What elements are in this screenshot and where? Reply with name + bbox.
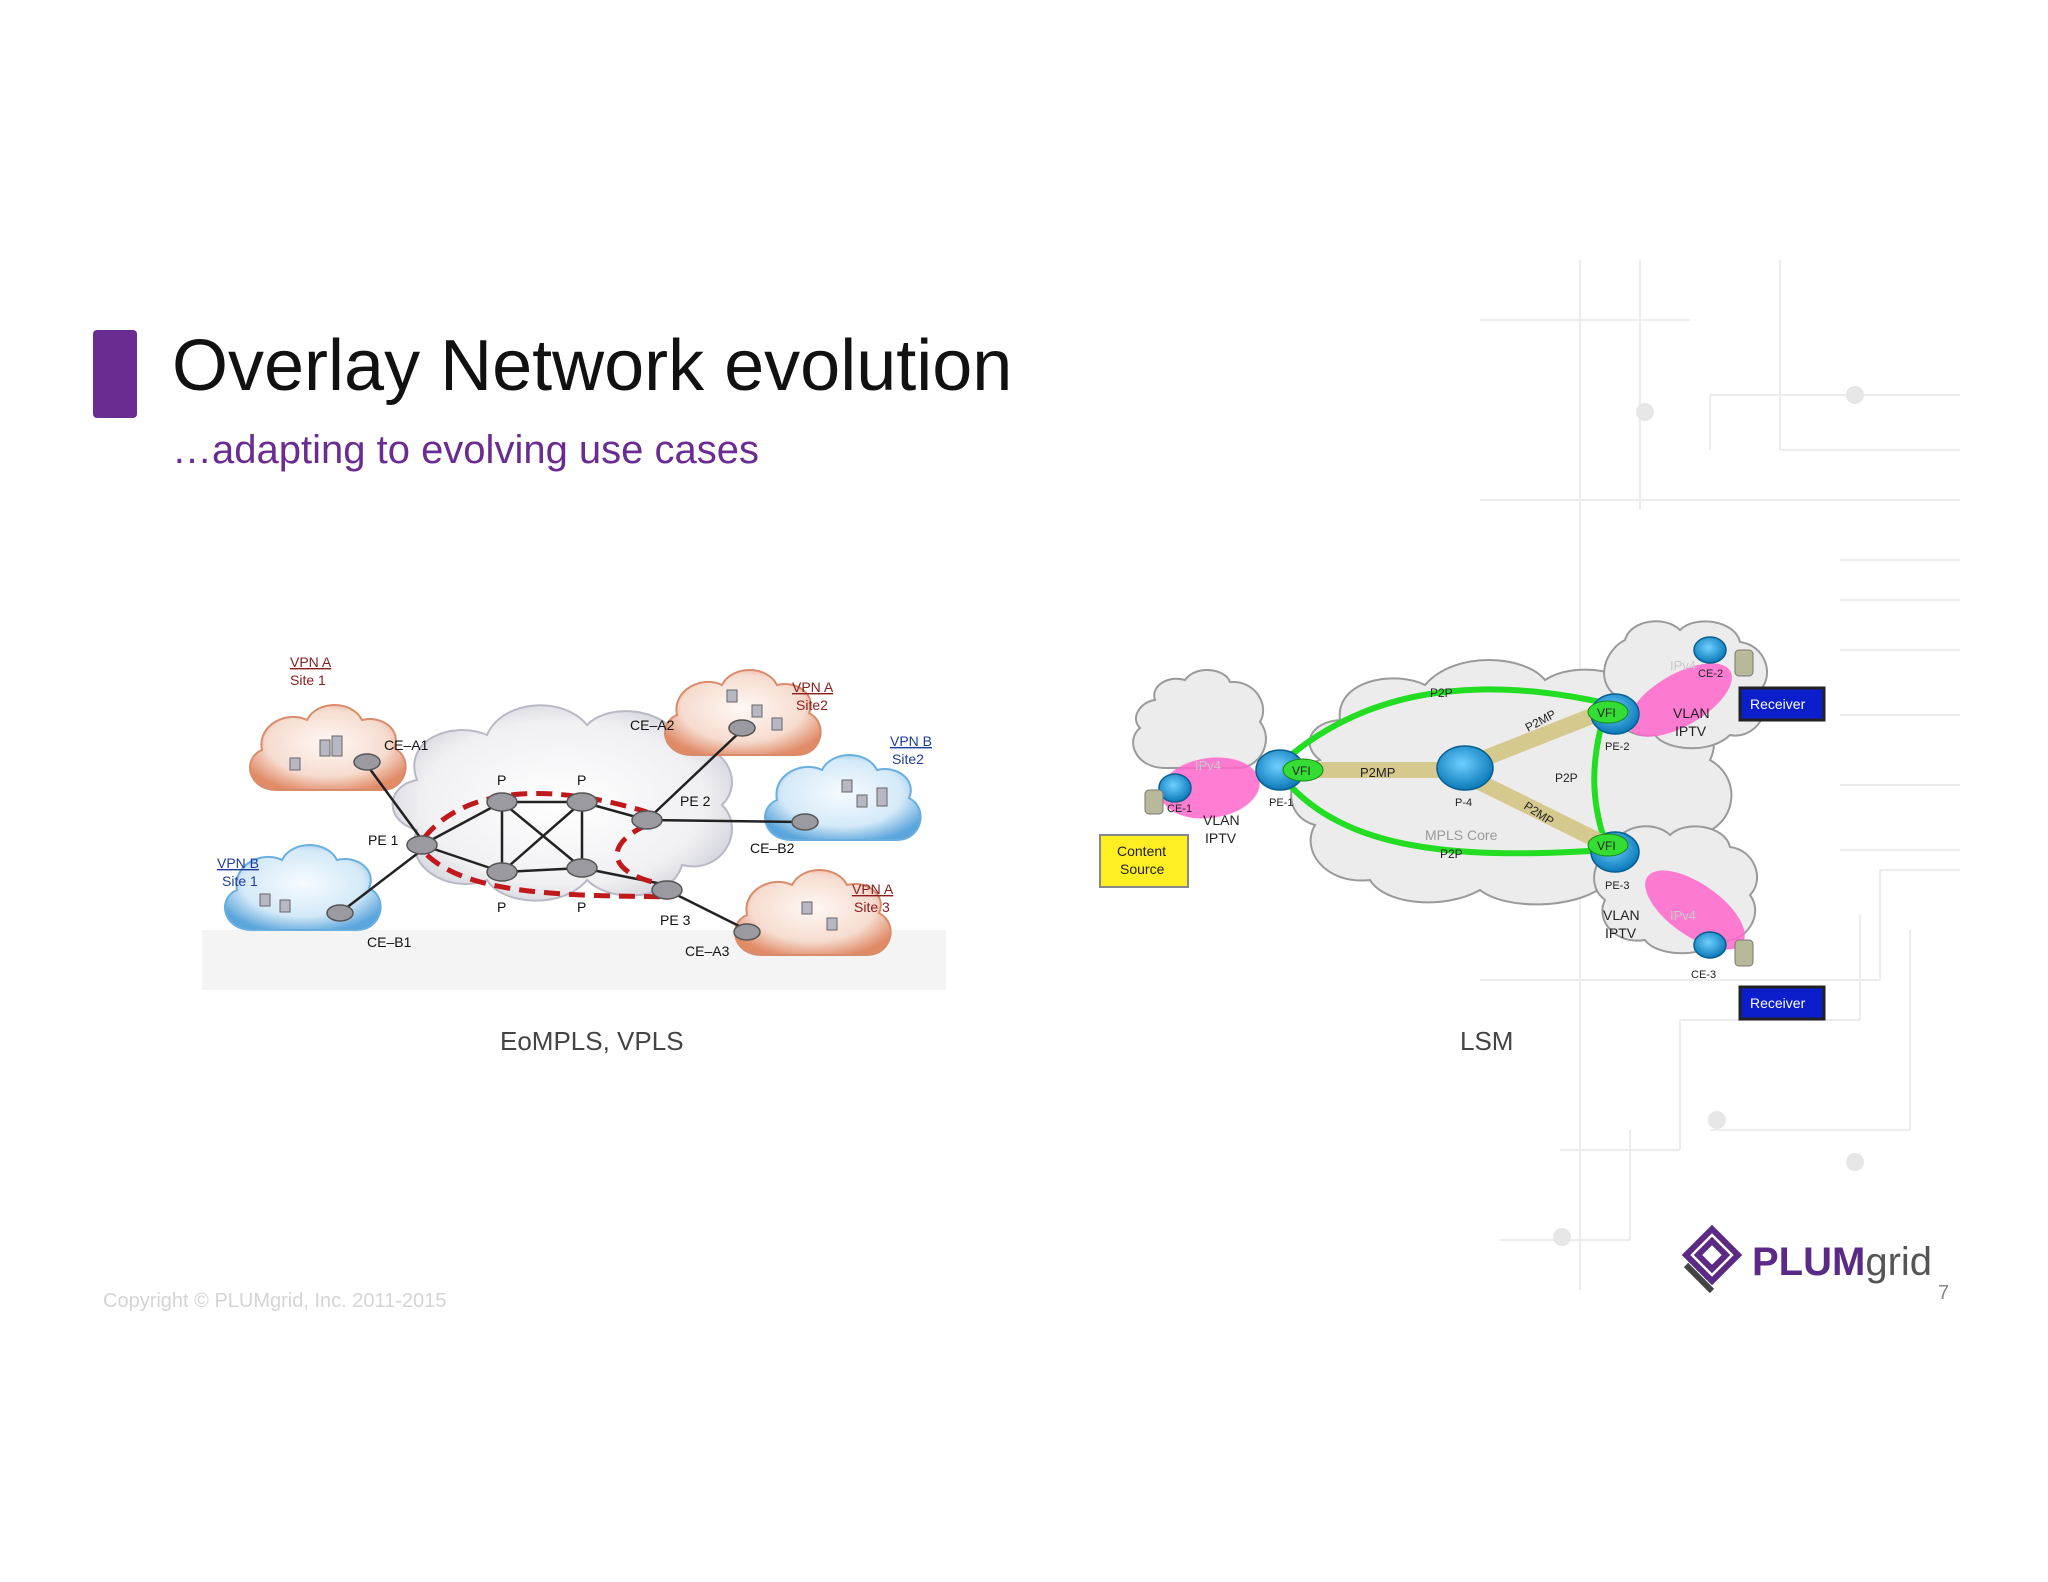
- left-diagram-caption: EoMPLS, VPLS: [500, 1026, 684, 1056]
- ce3-label: CE-3: [1691, 969, 1716, 981]
- ce2-label: CE-2: [1698, 668, 1723, 680]
- pe3-label: PE 3: [660, 912, 691, 928]
- ce-b2-label: CE–B2: [750, 840, 795, 856]
- vpn-a-site2-label: VPN A: [792, 679, 834, 695]
- ce-a3-label: CE–A3: [685, 943, 730, 959]
- page-number: 7: [1938, 1282, 1950, 1304]
- p2p-top-link: [1283, 686, 1606, 763]
- receiver-top-label: Receiver: [1750, 696, 1806, 712]
- ce2-router-icon: [1693, 636, 1727, 664]
- ce-a2-label: CE–A2: [630, 717, 675, 733]
- ce-a1-label: CE–A1: [384, 737, 429, 753]
- svg-text:IPv4: IPv4: [1670, 908, 1696, 923]
- vpn-a-site2-cloud: [664, 669, 822, 756]
- p-br-label: P: [577, 899, 586, 915]
- iptv-left-label: IPTV: [1205, 830, 1237, 846]
- pe1-label: PE 1: [368, 832, 399, 848]
- pe1-label: PE-1: [1269, 797, 1293, 809]
- copyright-text: Copyright © PLUMgrid, Inc. 2011-2015: [103, 1290, 447, 1312]
- p2p-bottom-label: P2P: [1440, 847, 1463, 861]
- p-tr-label: P: [577, 772, 586, 788]
- vpn-b-site2-cloud: [764, 754, 922, 841]
- plumgrid-logo-text: PLUMgrid: [1752, 1240, 1932, 1285]
- ce1-cloud: [1132, 669, 1267, 770]
- content-source-box: [1099, 834, 1189, 888]
- p2p-right-label: P2P: [1555, 771, 1578, 785]
- vlan-top-label: VLAN: [1673, 705, 1710, 721]
- receiver-top-box: [1738, 686, 1826, 722]
- vlan-blob-bottom: [1645, 870, 1745, 950]
- plumgrid-logo-icon: [1681, 1225, 1743, 1294]
- ce-b1-label: CE–B1: [367, 934, 412, 950]
- p4-label: P-4: [1455, 797, 1472, 809]
- pe2-label: PE-2: [1605, 741, 1629, 753]
- page-title: Overlay Network evolution: [172, 326, 1013, 406]
- vfi-pe3-label: VFI: [1597, 839, 1616, 853]
- vfi-pe2-label: VFI: [1597, 706, 1616, 720]
- vfi-pe1-label: VFI: [1292, 764, 1311, 778]
- iptv-bottom-label: IPTV: [1605, 925, 1637, 941]
- vfi-pe3-badge: [1587, 833, 1629, 857]
- vpn-a-site3-sub: Site 3: [854, 899, 890, 915]
- vpn-a-site3-label: VPN A: [852, 881, 894, 897]
- page-subtitle: …adapting to evolving use cases: [172, 428, 760, 472]
- eompls-vpls-diagram: VPN A Site 1 VPN A Site2 VPN B Site2 VPN…: [202, 654, 946, 990]
- vfi-pe2-badge: [1587, 700, 1629, 724]
- vpn-b-site2-label: VPN B: [890, 733, 932, 749]
- mpls-core-label: MPLS Core: [1425, 827, 1498, 843]
- vpn-b-site1-label: VPN B: [217, 855, 259, 871]
- vpn-b-site2-sub: Site2: [892, 751, 924, 767]
- receiver-bottom-label: Receiver: [1750, 995, 1806, 1011]
- svg-text:IPv4: IPv4: [1195, 758, 1221, 773]
- p2mp-pe1-p4-label: P2MP: [1360, 765, 1395, 780]
- p-bl-label: P: [497, 899, 506, 915]
- title-accent-bar: [93, 330, 137, 418]
- svg-text:IPv4: IPv4: [1670, 658, 1696, 673]
- p4-router-icon: [1436, 745, 1494, 791]
- vpn-a-site2-sub: Site2: [796, 697, 828, 713]
- p2p-top-label: P2P: [1430, 686, 1453, 700]
- vpn-a-site3-cloud: [734, 869, 892, 956]
- content-source-label-1: Content: [1117, 843, 1166, 859]
- receiver-bottom-box: [1738, 985, 1826, 1021]
- vpn-b-site1-sub: Site 1: [222, 873, 258, 889]
- content-source-label-2: Source: [1120, 861, 1165, 877]
- vfi-pe1-badge: [1282, 758, 1324, 782]
- ce1-label: CE-1: [1167, 803, 1192, 815]
- right-diagram-caption: LSM: [1460, 1026, 1514, 1056]
- iptv-top-label: IPTV: [1675, 723, 1707, 739]
- pe3-label: PE-3: [1605, 880, 1629, 892]
- logo-bold-text: PLUM: [1752, 1240, 1866, 1284]
- vlan-blob-left: [1160, 757, 1260, 819]
- p2p-bottom-link: [1282, 778, 1606, 857]
- pe2-label: PE 2: [680, 793, 711, 809]
- ce3-router-icon: [1693, 931, 1727, 959]
- vlan-left-label: VLAN: [1203, 812, 1240, 828]
- vpn-a-site1-label: VPN A: [290, 654, 332, 670]
- ce1-router-icon: [1158, 773, 1192, 803]
- vlan-bottom-label: VLAN: [1603, 907, 1640, 923]
- vpn-a-site1-sub: Site 1: [290, 672, 326, 688]
- p-tl-label: P: [497, 772, 506, 788]
- vlan-blob-top: [1628, 663, 1732, 737]
- logo-regular-text: grid: [1865, 1240, 1933, 1284]
- lsm-diagram: IPv4 IPv4 IPv4: [1099, 620, 1826, 1021]
